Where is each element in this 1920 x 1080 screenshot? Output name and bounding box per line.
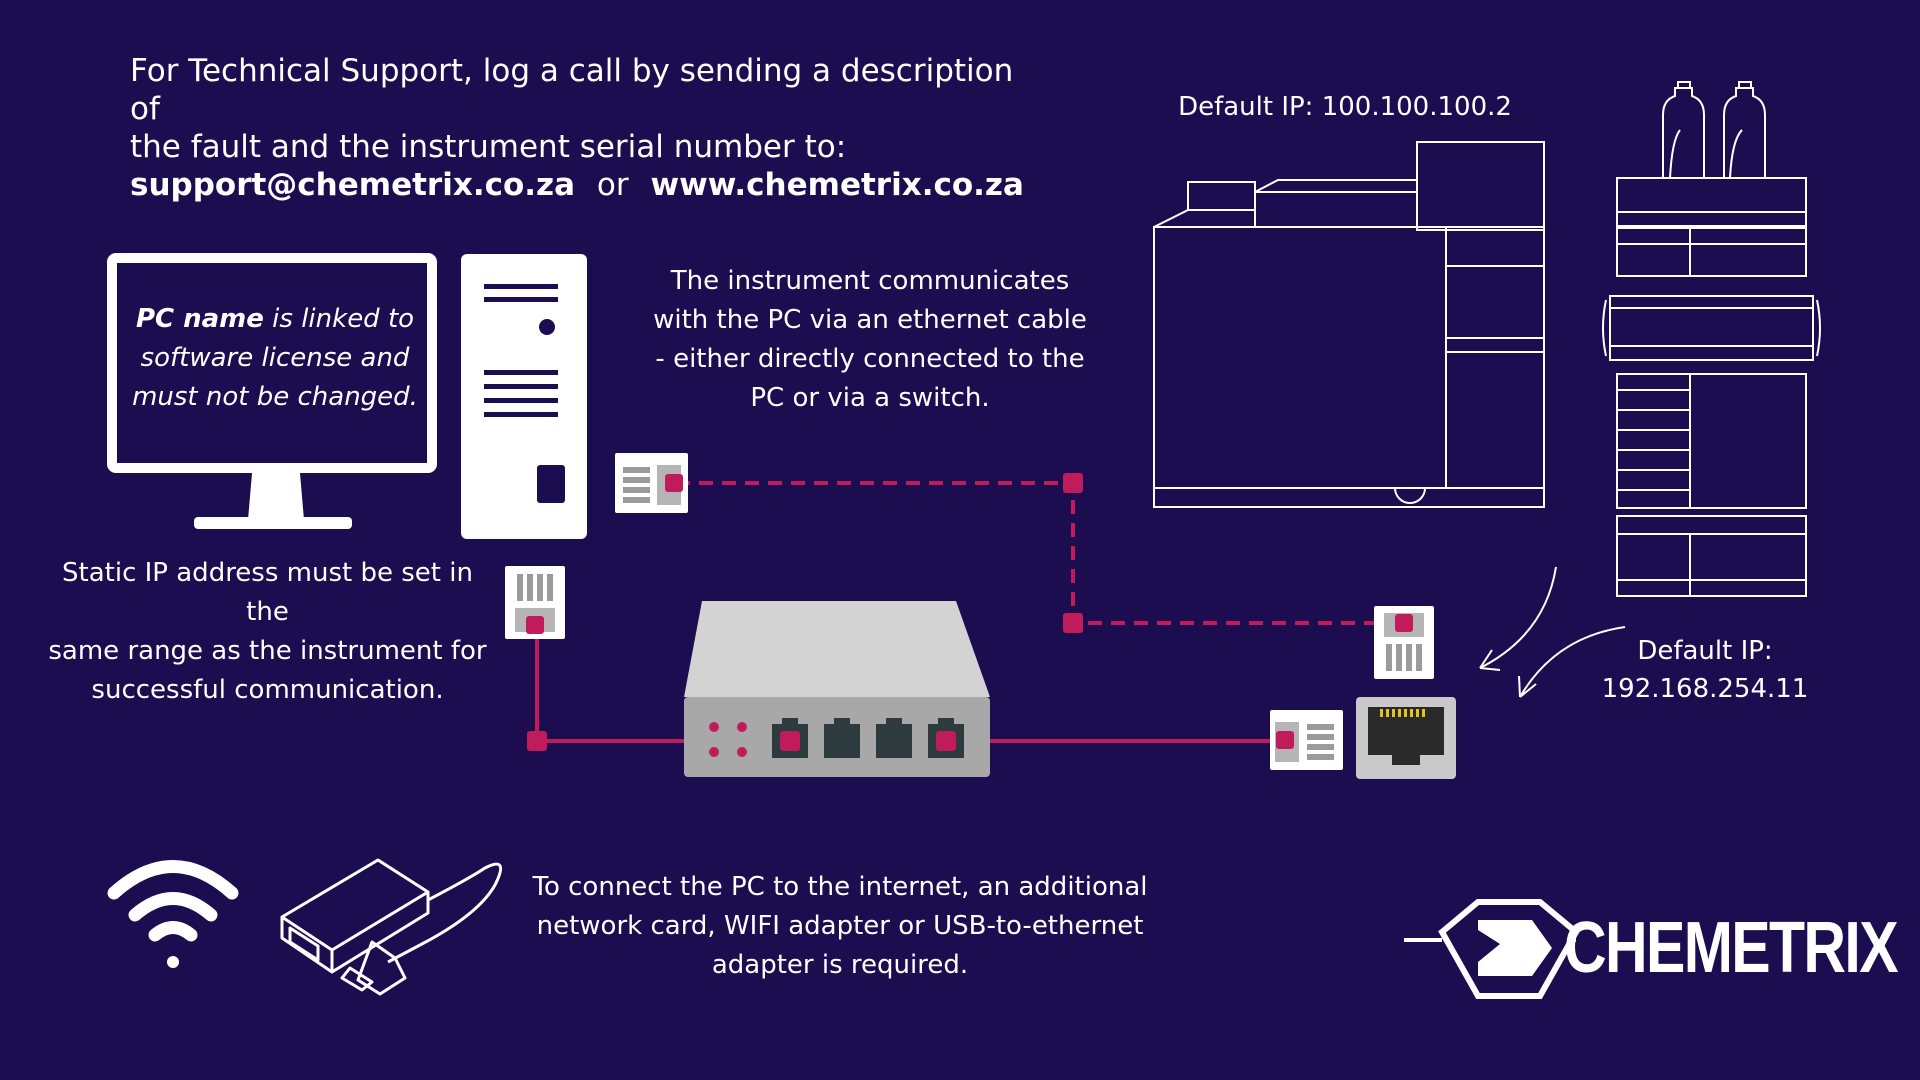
dashed-cable-direct [676,481,1405,625]
support-or: or [596,167,629,203]
gc-default-ip: Default IP: 100.100.100.2 [1178,92,1512,122]
internet-line-3: adapter is required. [711,950,969,980]
ethernet-plug-icon [1270,710,1343,770]
support-line-1: For Technical Support, log a call by sen… [130,53,1014,127]
support-line-2: the fault and the instrument serial numb… [130,129,847,165]
support-website-link[interactable]: www.chemetrix.co.za [650,167,1024,203]
pc-note-rest-2: software license and [140,343,410,373]
pc-note-rest-1: is linked to [263,304,415,334]
support-instructions: For Technical Support, log a call by sen… [130,52,1030,204]
chemetrix-logo-icon [1404,899,1580,999]
static-ip-note: Static IP address must be set in the sam… [40,554,495,710]
static-ip-line-3: successful communication. [91,675,444,705]
arrow-from-gc-icon [1479,566,1557,671]
static-ip-line-2: same range as the instrument for [48,636,487,666]
lc-instrument-icon [1602,81,1821,597]
lc-default-ip: Default IP: 192.168.254.11 [1590,632,1820,708]
wifi-icon [107,860,239,968]
ethernet-line-3: - either directly connected to the [655,344,1085,374]
internet-line-1: To connect the PC to the internet, an ad… [532,872,1148,902]
ethernet-line-1: The instrument communicates [670,266,1070,296]
internet-note: To connect the PC to the internet, an ad… [530,868,1150,985]
cable-nodes [527,473,1083,751]
ethernet-plug-icon [505,566,565,639]
ethernet-note: The instrument communicates with the PC … [640,262,1100,418]
ethernet-plug-icon [1374,606,1434,679]
ethernet-plug-icon [615,453,688,513]
chemetrix-logo-text: CHEMETRIX [1564,908,1899,988]
network-switch-icon [684,601,990,777]
arrow-from-lc-icon [1518,626,1626,698]
rj45-port-icon [1356,697,1456,779]
pc-name-bold: PC name [135,304,264,334]
monitor-icon [107,253,437,529]
ethernet-line-4: PC or via a switch. [750,383,990,413]
ethernet-line-2: with the PC via an ethernet cable [653,305,1087,335]
usb-ethernet-adapter-icon [280,858,503,996]
pc-tower-icon [461,254,587,539]
lc-ip-line-1: Default IP: [1637,636,1773,666]
pc-name-note: PC name is linked to software license an… [130,300,420,417]
lc-ip-line-2: 192.168.254.11 [1601,674,1809,704]
support-email-link[interactable]: support@chemetrix.co.za [130,167,576,203]
internet-line-2: network card, WIFI adapter or USB-to-eth… [536,911,1144,941]
pc-note-rest-3: must not be changed. [132,382,418,412]
gc-instrument-icon [1153,141,1545,508]
static-ip-line-1: Static IP address must be set in the [62,558,473,627]
